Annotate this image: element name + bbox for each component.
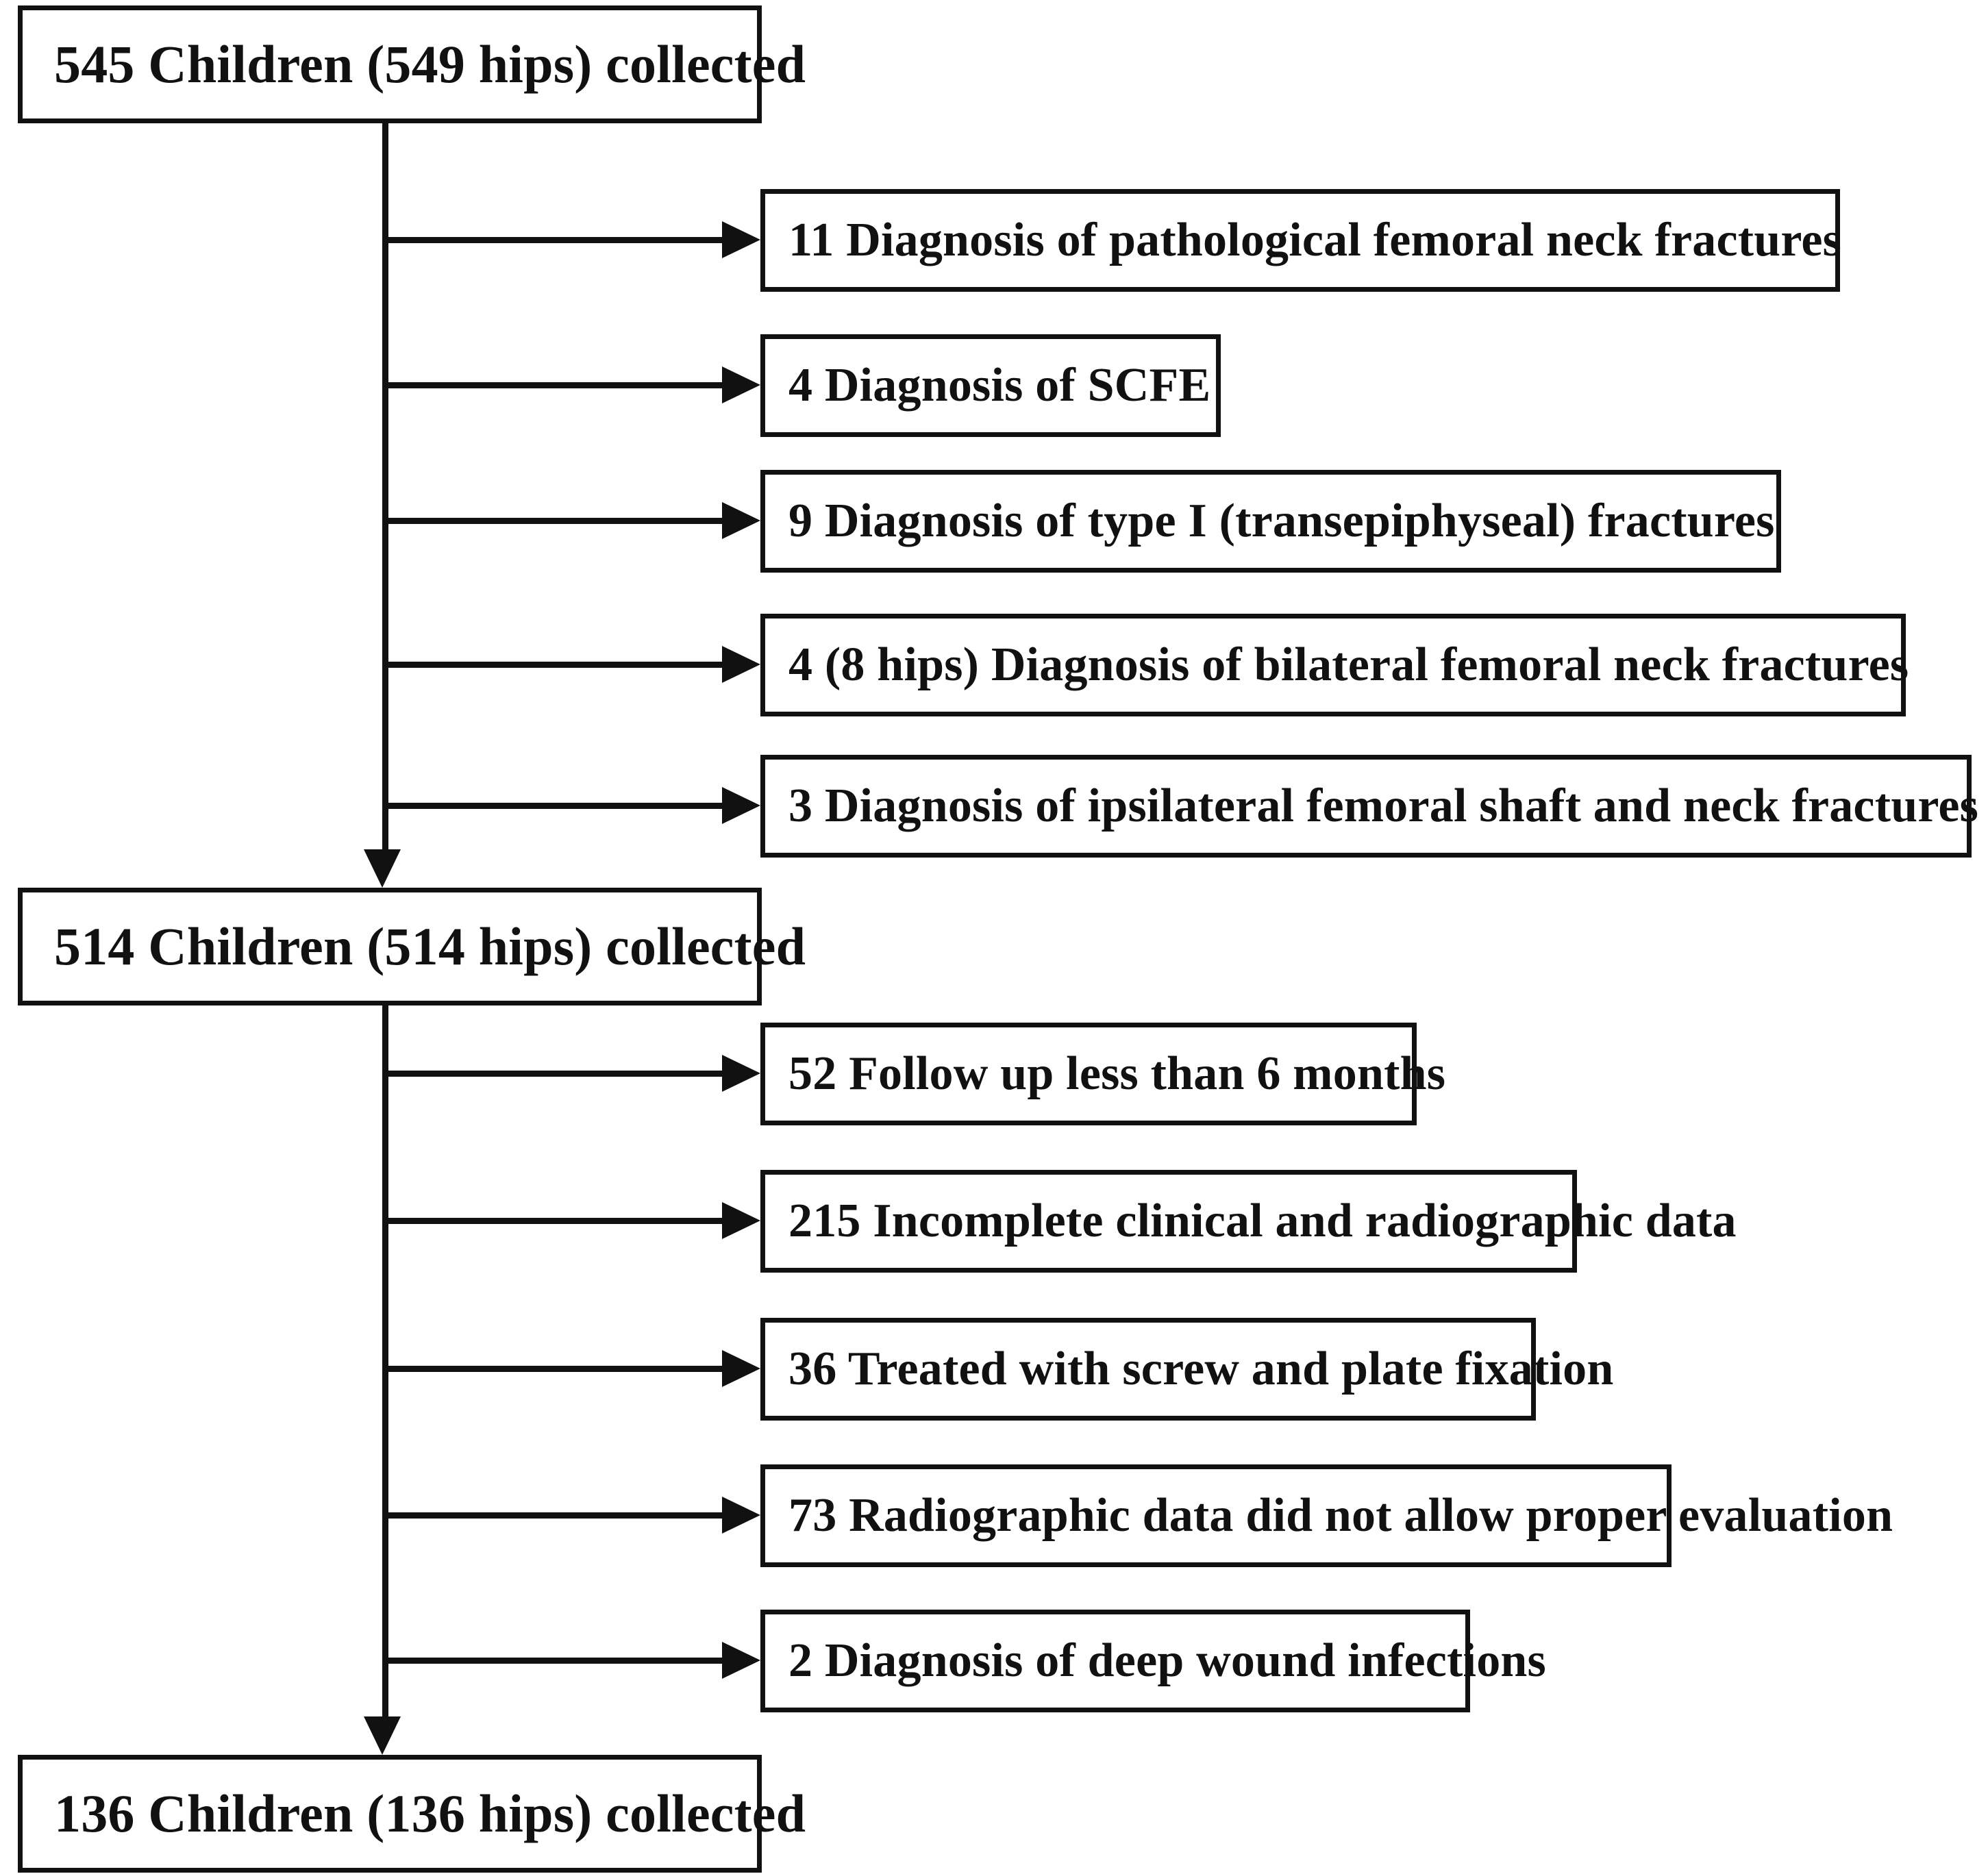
arrowhead-excl-bilateral [722,646,760,683]
node-excl-followup: 52 Follow up less than 6 months [760,1023,1445,1125]
spine-segment-2 [382,1005,388,1725]
arrowhead-excl-followup [722,1055,760,1092]
node-label: 4 Diagnosis of SCFE [788,359,1211,412]
node-excl-radiographic-eval: 73 Radiographic data did not allow prope… [760,1464,1893,1567]
node-label: 52 Follow up less than 6 months [788,1047,1446,1100]
node-label: 11 Diagnosis of pathological femoral nec… [788,214,1842,266]
connector-excl-deep-infection [385,1658,723,1664]
node-cohort-after-diagnosis-exclusions: 514 Children (514 hips) collected [18,888,806,1005]
spine-segment-1 [382,123,388,858]
node-excl-incomplete-data: 215 Incomplete clinical and radiographic… [760,1170,1737,1273]
node-excl-pathological: 11 Diagnosis of pathological femoral nec… [760,189,1842,292]
node-excl-scfe: 4 Diagnosis of SCFE [760,334,1221,437]
node-excl-ipsilateral: 3 Diagnosis of ipsilateral femoral shaft… [760,755,1978,858]
connector-excl-scfe [385,382,723,388]
node-label: 3 Diagnosis of ipsilateral femoral shaft… [788,779,1979,832]
arrowhead-excl-type-i [722,502,760,539]
node-label: 514 Children (514 hips) collected [54,916,806,976]
connector-excl-radiographic-eval [385,1512,723,1519]
connector-excl-incomplete-data [385,1218,723,1224]
arrowhead-excl-scfe [722,366,760,403]
arrowhead-excl-incomplete-data [722,1202,760,1239]
node-excl-bilateral: 4 (8 hips) Diagnosis of bilateral femora… [760,614,1909,716]
node-excl-deep-infection: 2 Diagnosis of deep wound infections [760,1610,1546,1712]
node-label: 136 Children (136 hips) collected [54,1784,806,1843]
arrowhead-down-to-cohort-3 [364,1716,401,1755]
node-excl-type-i: 9 Diagnosis of type I (transepiphyseal) … [760,470,1781,573]
node-excl-screw-plate: 36 Treated with screw and plate fixation [760,1318,1613,1421]
connector-excl-pathological [385,237,723,243]
node-label: 2 Diagnosis of deep wound infections [788,1634,1546,1687]
arrowhead-excl-radiographic-eval [722,1497,760,1534]
arrowhead-down-to-cohort-2 [364,849,401,888]
node-label: 9 Diagnosis of type I (transepiphyseal) … [788,495,1775,547]
arrowhead-excl-screw-plate [722,1350,760,1387]
arrowhead-excl-ipsilateral [722,787,760,824]
connector-excl-followup [385,1071,723,1077]
connector-excl-ipsilateral [385,803,723,809]
node-cohort-final: 136 Children (136 hips) collected [18,1755,806,1873]
node-label: 73 Radiographic data did not allow prope… [788,1489,1893,1542]
connector-excl-screw-plate [385,1366,723,1372]
arrowhead-excl-pathological [722,221,760,258]
node-cohort-initial: 545 Children (549 hips) collected [18,5,806,123]
node-label: 215 Incomplete clinical and radiographic… [788,1195,1737,1247]
arrowhead-excl-deep-infection [722,1642,760,1679]
connector-excl-type-i [385,518,723,524]
node-label: 4 (8 hips) Diagnosis of bilateral femora… [788,638,1909,691]
node-label: 36 Treated with screw and plate fixation [788,1342,1614,1395]
connector-excl-bilateral [385,662,723,668]
node-label: 545 Children (549 hips) collected [54,34,806,94]
